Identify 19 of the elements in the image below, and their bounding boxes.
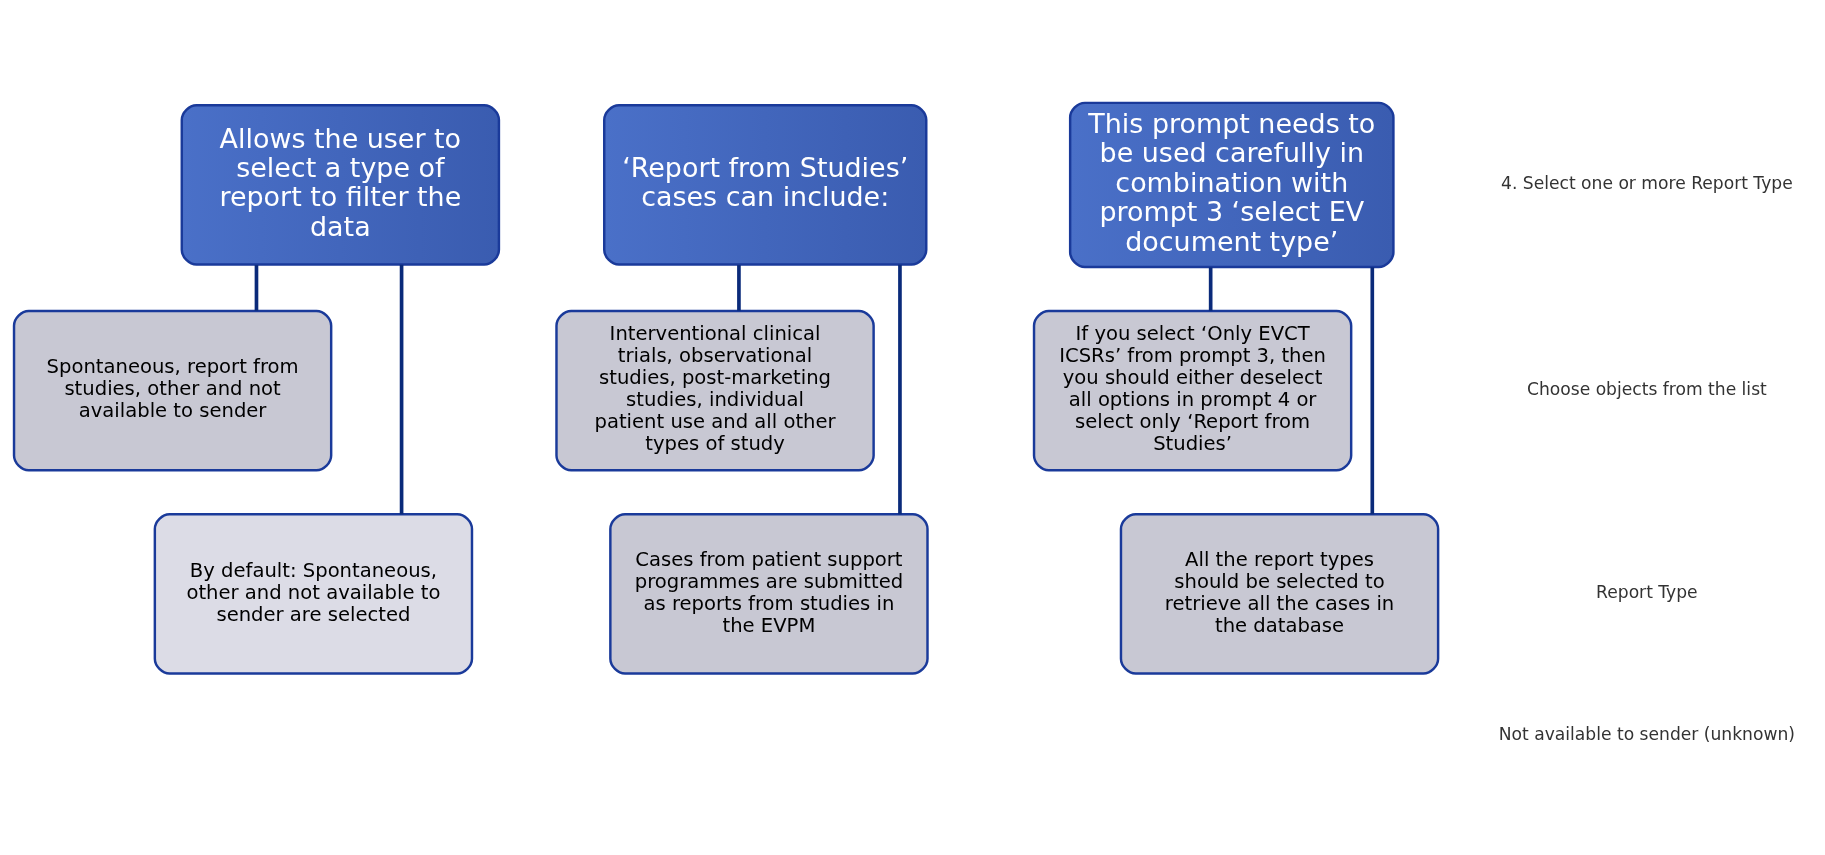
label: Report Type [1596,581,1698,602]
node-box: All the report types should be selected to retrieve all the cases in the database [1119,512,1440,675]
node-box: This prompt needs to be used carefully in combination with prompt 3 ‘select EV document type’ [1068,101,1395,268]
connector [1370,266,1375,514]
label: 4. Select one or more Report Type [1501,172,1793,193]
connector [1208,266,1213,311]
node-box: Cases from patient support programmes are submitted as reports from studies in the EVPM [609,512,929,675]
node-box: Interventional clinical trials, observational studies, post-marketing studies, individual patient use and all other types of study [555,309,875,471]
label: Choose objects from the list [1526,378,1767,399]
connector [898,264,902,514]
connector [737,264,741,311]
node-box: Allows the user to select a type of report to filter the data [180,103,501,266]
node-box: ‘Report from Studies’ cases can include: [603,103,928,266]
node-box: If you select ‘Only EVCT ICSRs’ from prompt 3, then you should either deselect all options in prompt 4 or select only ‘Report from Studies’ [1032,309,1353,471]
connector [399,264,404,514]
node-box: Spontaneous, report from studies, other and not available to sender [12,309,333,471]
label: Not available to sender (unknown) [1498,723,1795,744]
node-box: By default: Spontaneous, other and not available to sender are selected [153,512,474,675]
connector [254,264,259,311]
